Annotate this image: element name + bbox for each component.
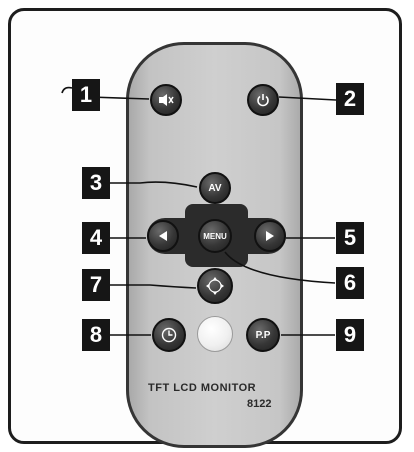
callout-label-2: 2	[336, 83, 364, 115]
callout-label-3: 3	[82, 167, 110, 199]
callout-line-3	[110, 181, 198, 188]
left-button[interactable]	[147, 220, 179, 252]
clock-icon	[161, 327, 177, 343]
callout-line-6	[224, 251, 336, 284]
timer-button[interactable]	[152, 318, 186, 352]
four-arrows-icon	[206, 277, 224, 295]
mute-button[interactable]	[150, 84, 182, 116]
four-way-button[interactable]	[197, 268, 233, 304]
callout-label-1: 1	[72, 79, 100, 111]
model-name-text: TFT LCD MONITOR	[148, 382, 257, 394]
pp-label: P.P	[255, 329, 271, 341]
right-button[interactable]	[254, 220, 286, 252]
power-button[interactable]	[247, 84, 279, 116]
model-number-text: 8122	[247, 398, 272, 410]
power-icon	[257, 94, 269, 107]
callout-label-4: 4	[82, 222, 110, 254]
menu-button[interactable]: MENU	[198, 219, 232, 253]
av-label: AV	[208, 182, 222, 194]
callout-label-7: 7	[82, 269, 110, 301]
menu-label: MENU	[203, 231, 227, 241]
callout-label-9: 9	[336, 319, 364, 351]
pp-button[interactable]: P.P	[246, 318, 280, 352]
callout-label-6: 6	[336, 267, 364, 299]
triangle-left-icon	[159, 231, 167, 241]
speaker-mute-icon	[159, 94, 174, 106]
callout-line-1	[61, 86, 73, 94]
callout-label-8: 8	[82, 319, 110, 351]
av-button[interactable]: AV	[199, 172, 231, 204]
callout-line-2	[278, 96, 337, 101]
callout-line-7	[110, 284, 197, 289]
triangle-right-icon	[266, 231, 274, 241]
blank-button[interactable]	[197, 316, 233, 352]
callout-label-5: 5	[336, 222, 364, 254]
